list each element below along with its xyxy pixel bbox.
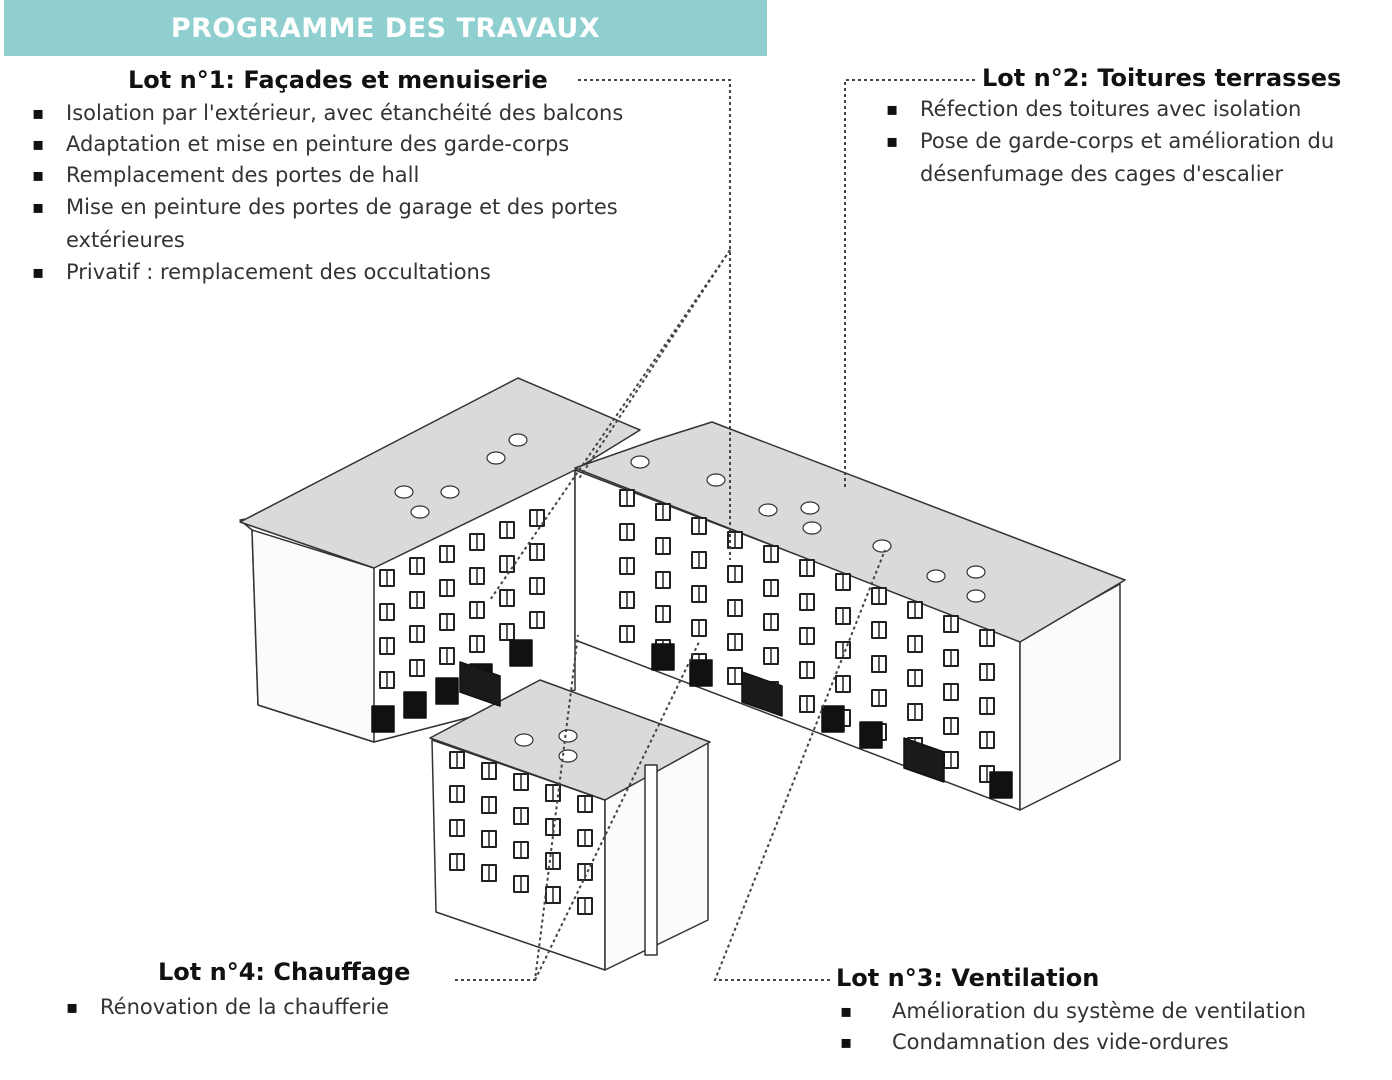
lot-3-block: Lot n°3: Ventilation Amélioration du sys… [836, 964, 1306, 1058]
list-item: Réfection des toitures avec isolation [882, 94, 1390, 125]
roof-vent [966, 589, 986, 603]
lot-1-list: Isolation par l'extérieur, avec étanchéi… [28, 98, 726, 288]
entrance-canopy [459, 661, 501, 707]
roof-vent [630, 455, 650, 469]
lot-1-leader-vertical [578, 79, 731, 560]
garage-door [689, 659, 713, 687]
lot-1-leader-diagonal-a [489, 249, 731, 601]
lot-4-list: Rénovation de la chaufferie [62, 992, 410, 1023]
lot-2-leader [844, 79, 975, 490]
roof-vent [872, 539, 892, 553]
list-item: Amélioration du système de ventilation [836, 996, 1306, 1027]
roof-vent [440, 485, 460, 499]
roof-vent [558, 729, 578, 743]
garage-door [821, 705, 845, 733]
lot-4-leader-b [534, 639, 701, 981]
list-item: Adaptation et mise en peinture des garde… [28, 129, 726, 160]
garage-door [859, 721, 883, 749]
left-wing-end-wall [251, 529, 375, 743]
lot-2-block: Lot n°2: Toitures terrasses Réfection de… [882, 64, 1390, 191]
garage-door [371, 705, 395, 733]
lot-1-block: Lot n°1: Façades et menuiserie Isolation… [28, 66, 726, 288]
list-item: Rénovation de la chaufferie [62, 992, 410, 1023]
roof-vent [508, 433, 528, 447]
lot-3-title: Lot n°3: Ventilation [836, 964, 1100, 992]
page-title: PROGRAMME DES TRAVAUX [170, 12, 601, 44]
garage-door [403, 691, 427, 719]
roof-vent [966, 565, 986, 579]
roof-vent [410, 505, 430, 519]
list-item: Remplacement des portes de hall [28, 160, 726, 191]
roof-vent [758, 503, 778, 517]
lot-1-title: Lot n°1: Façades et menuiserie [128, 66, 548, 94]
garage-door [509, 639, 533, 667]
entrance-canopy [741, 671, 783, 717]
roof-vent [486, 451, 506, 465]
entrance-canopy [903, 737, 945, 783]
list-item: Isolation par l'extérieur, avec étanchéi… [28, 98, 726, 129]
roof-vent [514, 733, 534, 747]
garage-door [989, 771, 1013, 799]
garage-door [651, 643, 675, 671]
list-item: Condamnation des vide-ordures [836, 1027, 1306, 1058]
lot-2-list: Réfection des toitures avec isolation Po… [882, 94, 1390, 191]
chimney [644, 764, 658, 956]
list-item: Mise en peinture des portes de garage et… [28, 191, 726, 257]
roof-vent [800, 501, 820, 515]
lot-4-title: Lot n°4: Chauffage [158, 958, 411, 986]
roof-vent [706, 473, 726, 487]
left-wing-roof [239, 377, 641, 569]
roof-vent [394, 485, 414, 499]
roof-vent [802, 521, 822, 535]
garage-door [435, 677, 459, 705]
roof-vent [926, 569, 946, 583]
list-item: Pose de garde-corps et amélioration du d… [882, 125, 1390, 191]
lot-4-block: Lot n°4: Chauffage Rénovation de la chau… [62, 958, 410, 1023]
page-title-banner: PROGRAMME DES TRAVAUX [4, 0, 767, 56]
lot-1-leader-diagonal-b [577, 249, 731, 481]
lot-3-leader [713, 549, 886, 981]
lot-2-title: Lot n°2: Toitures terrasses [982, 64, 1342, 92]
lot-3-list: Amélioration du système de ventilation C… [836, 996, 1306, 1058]
list-item: Privatif : remplacement des occultations [28, 257, 726, 288]
